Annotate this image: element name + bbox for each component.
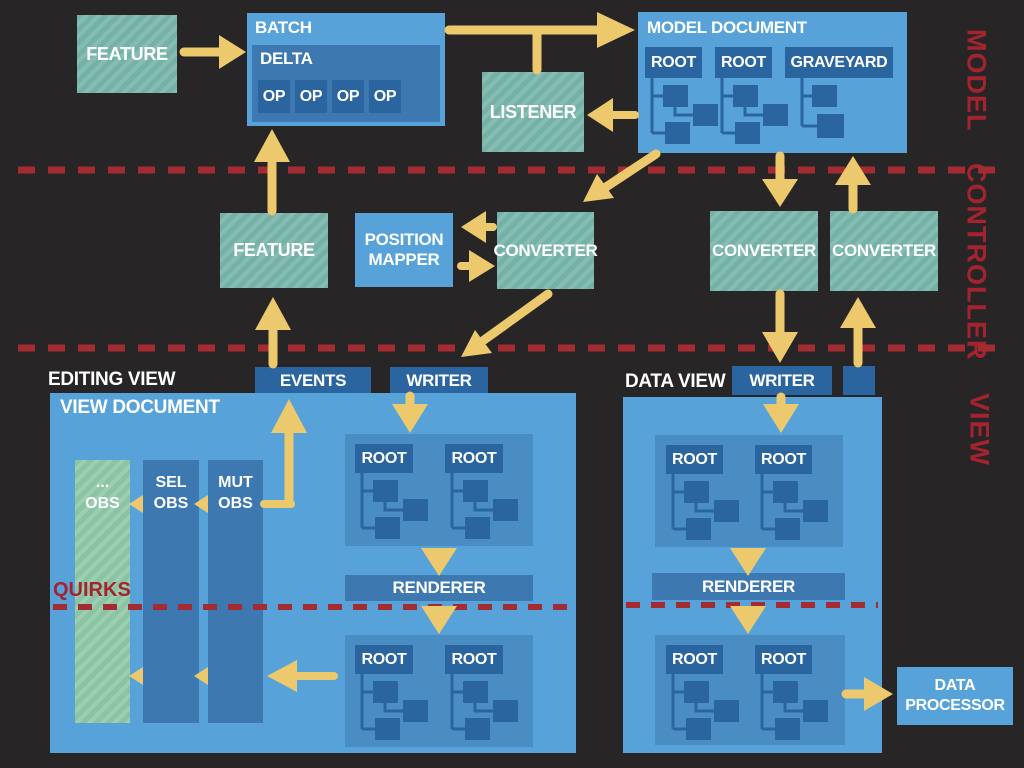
model-root-label: ROOT (645, 47, 702, 78)
node-tree (671, 474, 739, 540)
arrow-controller-feature-to-batch (254, 129, 290, 216)
node-tree (650, 78, 718, 144)
arrow-events-to-controller-feature (255, 297, 291, 369)
editing-renderer-bar: RENDERER (345, 575, 533, 601)
node-tree (760, 674, 828, 740)
view-root-label: ROOT (355, 645, 413, 674)
op-box: OP (295, 80, 327, 113)
view-root-label: ROOT (355, 444, 413, 473)
controller-band-label: CONTROLLER (961, 162, 992, 361)
view-band-label: VIEW (964, 392, 995, 466)
editing-upper-roots: ROOT ROOT (345, 434, 533, 546)
data-renderer-bar: RENDERER (652, 573, 845, 600)
converter-box: CONVERTER (710, 211, 818, 291)
view-root-label: ROOT (666, 645, 723, 674)
node-tree (450, 674, 518, 740)
view-root-label: ROOT (755, 645, 812, 674)
arrow-converter1-to-editing-writer (461, 289, 553, 357)
view-root-label: ROOT (445, 444, 503, 473)
op-box: OP (369, 80, 401, 113)
events-tab: EVENTS (255, 367, 371, 395)
op-box: OP (258, 80, 290, 113)
arrow-model-document-to-listener (587, 98, 639, 132)
editing-view-panel: VIEW DOCUMENT ... OBS SEL OBS MUT OBS RO… (50, 393, 576, 753)
editing-view-title: EDITING VIEW (48, 369, 176, 390)
node-tree (360, 473, 428, 539)
position-mapper-box: POSITION MAPPER (355, 213, 453, 287)
arrow-position-mapper-to-converter (457, 250, 495, 282)
observer-column-selection: SEL OBS (143, 460, 199, 723)
converter-box: CONVERTER (493, 212, 598, 289)
converter-box: CONVERTER (830, 211, 938, 291)
feature-model-box: FEATURE (77, 15, 177, 93)
arrow-model-document-to-converter1 (583, 149, 661, 202)
view-root-label: ROOT (755, 445, 812, 474)
node-tree (671, 674, 739, 740)
model-graveyard-label: GRAVEYARD (785, 47, 893, 78)
data-processor-box: DATA PROCESSOR (897, 667, 1013, 725)
editing-lower-roots: ROOT ROOT (345, 635, 533, 747)
view-root-label: ROOT (445, 645, 503, 674)
arrow-batch-to-model-document (444, 12, 635, 75)
data-lower-roots: ROOT ROOT (655, 635, 845, 745)
view-document-title: VIEW DOCUMENT (60, 397, 220, 418)
batch-box: BATCH DELTA OP OP OP OP (247, 13, 445, 126)
feature-model-label: FEATURE (86, 43, 168, 64)
model-document-title: MODEL DOCUMENT (647, 18, 807, 37)
batch-title: BATCH (255, 18, 312, 37)
data-view-title: DATA VIEW (625, 371, 726, 392)
arrow-model-document-to-converter2 (762, 151, 798, 207)
node-tree (360, 674, 428, 740)
arrow-converter-to-position-mapper (461, 211, 497, 243)
observer-column-mutation: MUT OBS (208, 460, 263, 723)
model-band-label: MODEL (961, 28, 992, 132)
feature-controller-box: FEATURE (220, 213, 328, 288)
observer-column-generic: ... OBS (75, 460, 130, 723)
view-root-label: ROOT (666, 445, 723, 474)
data-view-panel: ROOT ROOT RENDERER ROOT ROOT (623, 397, 882, 753)
data-view-small-tab (843, 366, 875, 395)
delta-box: DELTA OP OP OP OP (252, 45, 440, 122)
op-box: OP (332, 80, 364, 113)
node-tree (720, 78, 788, 144)
listener-box: LISTENER (482, 72, 584, 152)
node-tree (760, 474, 828, 540)
data-upper-roots: ROOT ROOT (655, 435, 843, 547)
arrow-feature-to-batch (179, 35, 246, 69)
graveyard-tree (800, 78, 844, 138)
model-root-label: ROOT (715, 47, 772, 78)
arrow-data-tab-to-converter3 (840, 297, 876, 368)
arrow-converter3-to-model-document (835, 156, 871, 214)
quirks-label: QUIRKS (53, 579, 131, 601)
model-document-box: MODEL DOCUMENT ROOT ROOT GRAVEYARD (638, 12, 907, 153)
writer-tab-data: WRITER (732, 366, 832, 395)
writer-tab-editing: WRITER (390, 367, 488, 395)
arrow-converter2-to-data-writer (762, 289, 798, 363)
listener-label: LISTENER (489, 101, 577, 122)
node-tree (450, 473, 518, 539)
delta-title: DELTA (260, 49, 313, 68)
